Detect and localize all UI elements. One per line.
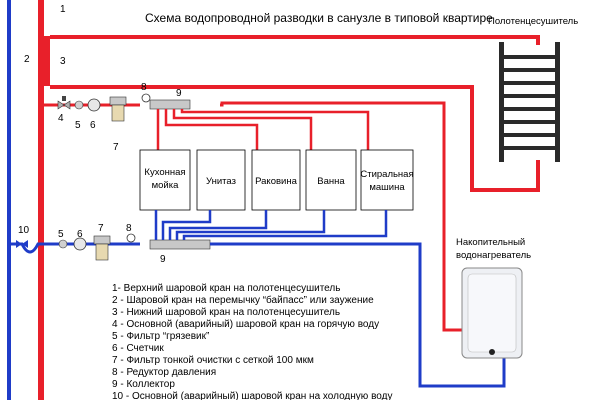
legend-item: 6 - Счетчик [112,343,164,354]
hot-collector-9 [149,99,191,110]
hot-filter-5 [74,100,84,110]
svg-text:5: 5 [75,120,81,131]
cold-filter-5 [58,239,68,249]
fixture-bathtub: Ванна [305,149,357,211]
svg-text:4: 4 [58,113,64,124]
legend-item: 5 - Фильтр “грязевик” [112,331,209,342]
legend: 1- Верхний шаровой кран на полотенцесуши… [112,283,392,400]
svg-text:2: 2 [24,54,30,65]
towel-warmer-supply-upper [50,35,540,45]
legend-item: 2 - Шаровой кран на перемычку “байпасс” … [112,294,374,306]
water-heater-label-line1: Накопительный [456,237,525,248]
svg-text:Раковина: Раковина [255,176,297,187]
hot-reducer-8 [141,93,151,103]
svg-text:мойка: мойка [152,180,179,191]
legend-item: 4 - Основной (аварийный) шаровой кран на… [112,319,379,330]
cold-main-line [11,242,140,254]
svg-text:3: 3 [60,56,66,67]
svg-text:10: 10 [18,225,30,236]
water-heater [461,267,523,359]
svg-text:8: 8 [141,82,147,93]
svg-text:7: 7 [113,142,119,153]
hot-riser [38,0,44,400]
cold-reducer-8 [126,233,136,243]
legend-item: 10 - Основной (аварийный) шаровой кран н… [112,391,392,400]
callout-numbers: 1 2 3 4 5 6 7 8 9 10 5 6 7 8 9 [18,4,182,265]
legend-item: 3 - Нижний шаровой кран на полотенцесуши… [112,307,340,318]
towel-warmer-label: Полотенцесушитель [488,16,578,27]
svg-text:9: 9 [160,254,166,265]
cold-collector-9 [149,239,211,250]
cold-valve-10 [16,240,28,248]
legend-item: 1- Верхний шаровой кран на полотенцесуши… [112,283,340,294]
svg-text:6: 6 [90,120,96,131]
hot-fine-filter-7 [109,96,127,122]
diagram-title: Схема водопроводной разводки в санузле в… [145,11,493,25]
fixture-washing-machine: Стиральная машина [360,149,414,211]
legend-item: 7 - Фильтр тонкой очистки с сеткой 100 м… [112,355,314,366]
fixture-kitchen-sink: Кухонная мойка [139,149,191,211]
legend-item: 9 - Коллектор [112,379,175,390]
water-heater-label-line2: водонагреватель [456,250,531,261]
fixture-toilet: Унитаз [196,149,246,211]
svg-text:Кухонная: Кухонная [144,167,185,178]
svg-text:1: 1 [60,4,66,15]
hot-branches [156,109,370,150]
cold-meter-6 [73,237,87,251]
svg-text:7: 7 [98,223,104,234]
svg-text:9: 9 [176,88,182,99]
hot-valve-4 [57,96,71,110]
svg-text:Стиральная: Стиральная [360,169,413,180]
cold-fine-filter-7 [93,235,111,261]
fixture-washbasin: Раковина [251,149,301,211]
cold-riser [7,0,11,400]
svg-text:Унитаз: Унитаз [206,176,236,187]
towel-warmer [499,42,560,162]
svg-text:8: 8 [126,223,132,234]
cold-feed-heater [210,242,506,388]
hot-meter-6 [87,98,101,112]
towel-warmer-supply-lower [50,85,540,192]
svg-text:машина: машина [369,182,405,193]
legend-item: 8 - Редуктор давления [112,367,216,378]
svg-text:5: 5 [58,229,64,240]
bypass-pipe [44,36,50,86]
svg-text:Ванна: Ванна [317,176,345,187]
cold-branches [154,210,388,240]
svg-text:6: 6 [77,229,83,240]
